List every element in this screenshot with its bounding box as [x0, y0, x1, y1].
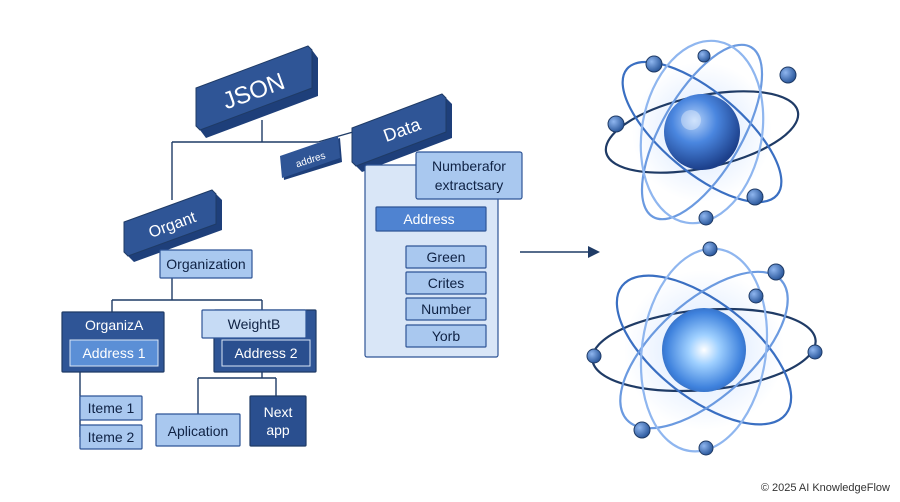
- yorb-label: Yorb: [432, 328, 461, 344]
- aplication-node: Aplication: [155, 413, 241, 447]
- numberafor-label: Numberafor: [432, 158, 506, 174]
- organization-label: Organization: [166, 256, 245, 272]
- address-2-label: Address 2: [234, 345, 297, 361]
- organization-node: Organization: [159, 249, 253, 279]
- weightb-header: [201, 309, 307, 339]
- aplication-label: Aplication: [168, 423, 229, 439]
- organt-node: Organt: [123, 189, 222, 262]
- extractsary-label: extractsary: [435, 177, 503, 193]
- next-label: Next: [264, 404, 293, 420]
- next-app-node: Next app: [249, 395, 307, 447]
- organiza-node: OrganizA Address 1: [61, 311, 165, 373]
- iteme-2-label: Iteme 2: [88, 429, 135, 445]
- addres-tag-node: addres: [280, 136, 342, 180]
- data-child-address: Address: [375, 206, 487, 232]
- data-child-green: Green: [405, 245, 487, 269]
- app-label: app: [266, 422, 290, 438]
- crites-label: Crites: [428, 275, 465, 291]
- data-child-number: Number: [405, 297, 487, 321]
- weightb-title: WeightB: [228, 316, 281, 332]
- iteme-1-node: Iteme 1: [79, 395, 143, 421]
- organiza-title: OrganizA: [85, 317, 144, 333]
- data-child-numberafor: Numberafor extractsary: [415, 151, 523, 200]
- green-label: Green: [427, 249, 466, 265]
- data-address-label: Address: [403, 211, 454, 227]
- copyright-credit: © 2025 AI KnowledgeFlow: [760, 482, 890, 494]
- address-2-box: [221, 339, 311, 367]
- weightb-node: WeightB Address 2: [201, 309, 317, 373]
- data-node: Data: [351, 93, 452, 172]
- data-child-yorb: Yorb: [405, 324, 487, 348]
- atom-top-illustration: [604, 39, 800, 226]
- json-root-node: JSON: [195, 45, 318, 138]
- transform-arrow: [520, 246, 600, 258]
- address-1-label: Address 1: [82, 345, 145, 361]
- address-1-box: [69, 339, 159, 367]
- data-child-crites: Crites: [405, 271, 487, 295]
- atom-bottom-illustration: [586, 241, 823, 456]
- iteme-1-label: Iteme 1: [88, 400, 135, 416]
- iteme-2-node: Iteme 2: [79, 424, 143, 450]
- number-label: Number: [421, 301, 471, 317]
